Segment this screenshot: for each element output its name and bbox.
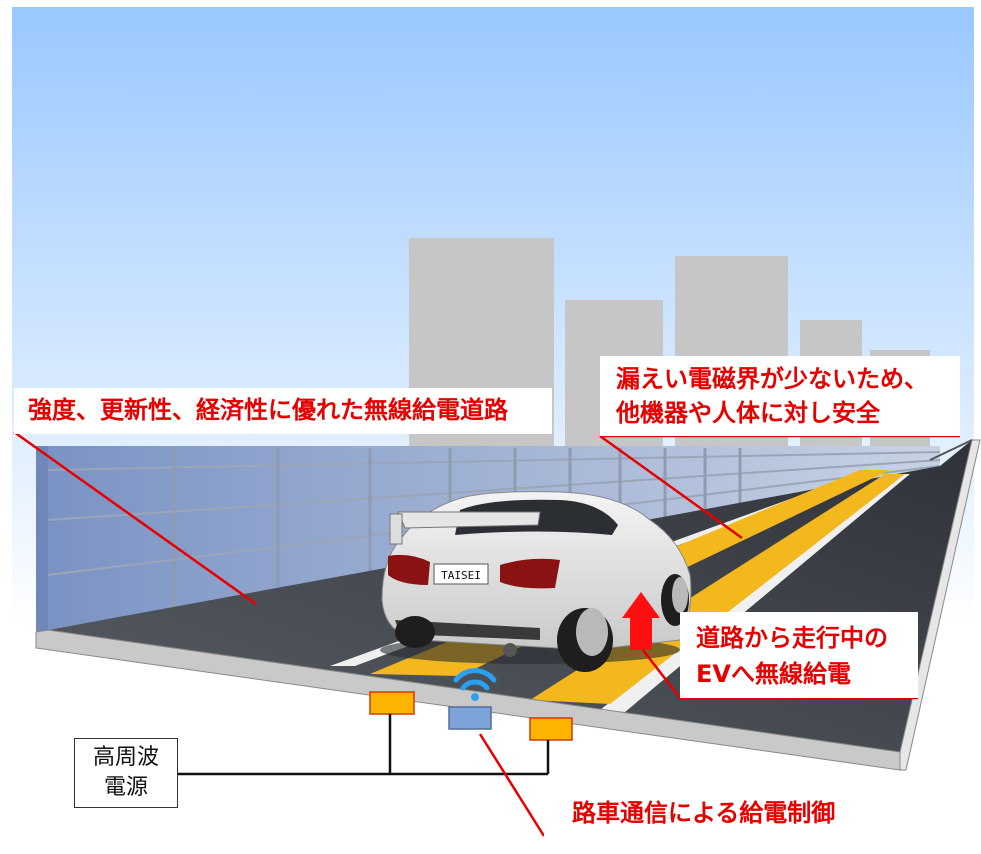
license-plate-text: TAISEI (441, 569, 481, 582)
callout-charging: 道路から走行中の EVへ無線給電 (680, 612, 918, 698)
callout-safety: 漏えい電磁界が少ないため、 他機器や人体に対し安全 (600, 356, 960, 436)
power-supply-line2: 電源 (103, 775, 148, 800)
callout-control: 路車通信による給電制御 (544, 790, 880, 838)
callout-charging-line1: 道路から走行中の (696, 624, 888, 652)
callout-road-feature-text: 強度、更新性、経済性に優れた無線給電道路 (28, 396, 508, 424)
power-supply-line1: 高周波 (92, 745, 159, 770)
license-plate (433, 563, 489, 585)
callout-control-text: 路車通信による給電制御 (572, 799, 836, 827)
electric-vehicle: TAISEI (380, 491, 692, 672)
callout-charging-line2: EVへ無線給電 (696, 660, 851, 688)
power-wiring (178, 714, 550, 776)
callout-road-feature: 強度、更新性、経済性に優れた無線給電道路 (14, 388, 552, 434)
callout-safety-line1: 漏えい電磁界が少ないため、 (616, 365, 928, 393)
power-coil-left (369, 691, 415, 715)
power-coil-right (529, 717, 573, 741)
communication-unit (448, 706, 492, 730)
power-transfer-arrow (622, 592, 660, 650)
high-frequency-power-supply: 高周波 電源 (74, 738, 178, 808)
wireless-signal-icon (453, 668, 497, 701)
callout-safety-line2: 他機器や人体に対し安全 (616, 399, 880, 427)
